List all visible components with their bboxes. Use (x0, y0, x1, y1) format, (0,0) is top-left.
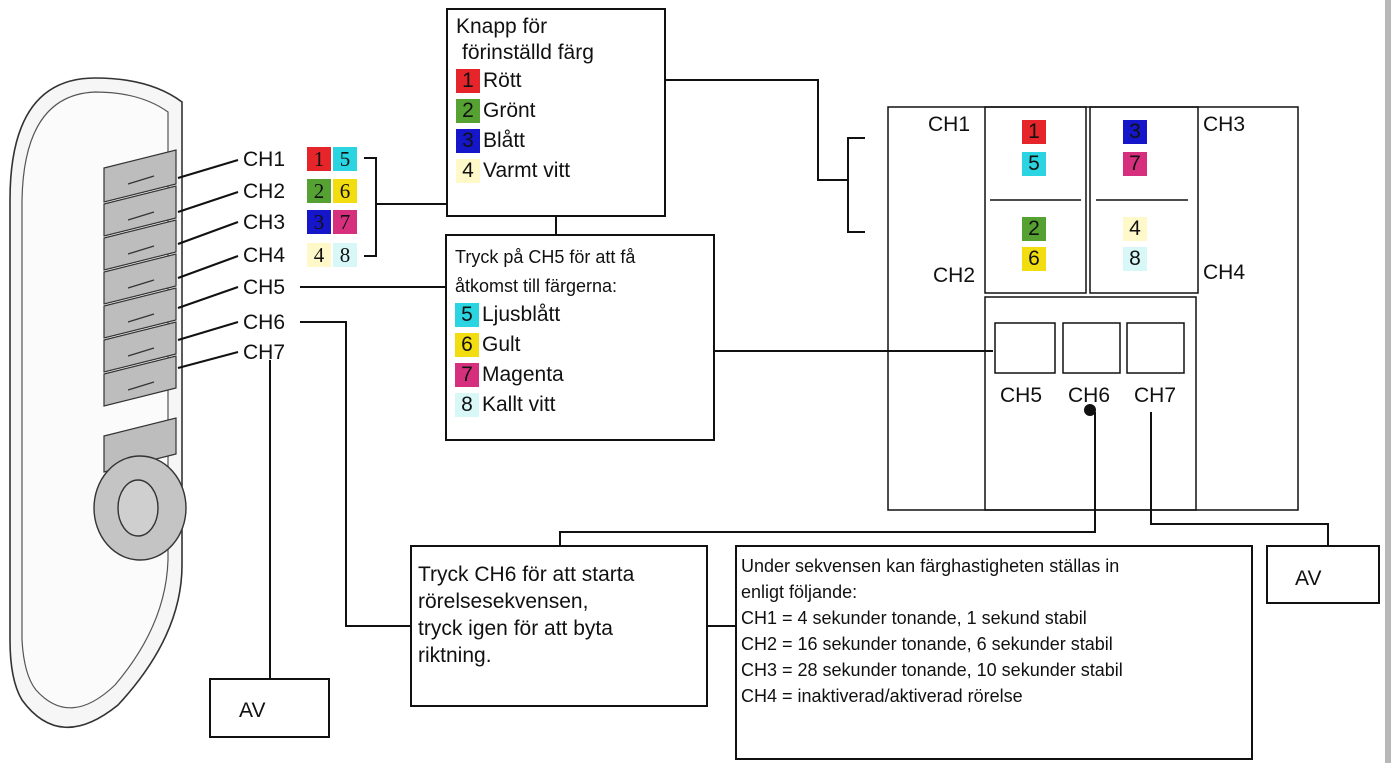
panel-ch4-label: CH4 (1203, 261, 1246, 284)
remote-ch4-label: CH4 (243, 244, 286, 267)
remote-round-button (93, 455, 187, 561)
speed-line-2: enligt följande: (741, 582, 858, 602)
remote-ch4-swatches: 4 8 (307, 243, 357, 267)
speed-line-4: CH2 = 16 sekunder tonande, 6 sekunder st… (741, 634, 1113, 654)
ch5-colors-box: Tryck på CH5 för att få åtkomst till fär… (445, 234, 715, 441)
panel-swatch-5: 5 (1022, 152, 1046, 176)
swatch-7: 7 (455, 363, 479, 387)
remote-ch2-swatches: 2 6 (307, 179, 357, 203)
speed-line-6: CH4 = inaktiverad/aktiverad rörelse (741, 686, 1023, 706)
preset-item-label: Rött (483, 69, 522, 92)
swatch-8: 8 (455, 393, 479, 417)
ch5-item-label: Magenta (482, 363, 564, 386)
swatch-3: 3 (456, 129, 480, 153)
swatch-6: 6 (455, 333, 479, 357)
ch5-item-label: Kallt vitt (482, 393, 556, 416)
remote-ch1-swatches: 1 5 (307, 147, 357, 171)
remote-ch2-label: CH2 (243, 180, 286, 203)
remote-ch3-swatches: 3 7 (307, 210, 357, 234)
av-box-right: AV (1266, 545, 1380, 604)
panel-ch1-label: CH1 (928, 113, 971, 136)
swatch-6: 6 (333, 179, 357, 203)
ch6-line-4: riktning. (418, 644, 492, 667)
swatch-8: 8 (333, 243, 357, 267)
swatch-4: 4 (307, 243, 331, 267)
ch6-line-2: rörelsesekvensen, (418, 590, 589, 613)
panel-outline (887, 106, 1299, 511)
remote-ch1-label: CH1 (243, 148, 286, 171)
swatch-3: 3 (307, 210, 331, 234)
panel-ch2-label: CH2 (933, 264, 976, 287)
panel-ch3-label: CH3 (1203, 113, 1246, 136)
panel-ch6-label: CH6 (1068, 384, 1111, 407)
speed-line-1: Under sekvensen kan färghastigheten stäl… (741, 556, 1120, 576)
panel-ch7-label: CH7 (1134, 384, 1177, 407)
ch5-line-1: Tryck på CH5 för att få (455, 247, 636, 267)
swatch-4: 4 (456, 159, 480, 183)
connector-lines (177, 79, 1329, 678)
av-left-label: AV (239, 699, 266, 722)
ch6-line-1: Tryck CH6 för att starta (418, 563, 635, 586)
panel-ch5-label: CH5 (1000, 384, 1043, 407)
panel-swatch-3: 3 (1123, 120, 1147, 144)
swatch-1: 1 (307, 147, 331, 171)
ch6-sequence-box: Tryck CH6 för att starta rörelsesekvense… (410, 545, 708, 707)
swatch-2: 2 (456, 99, 480, 123)
preset-title-1: Knapp för (456, 15, 548, 38)
swatch-7: 7 (333, 210, 357, 234)
remote-ch3-label: CH3 (243, 211, 286, 234)
swatch-1: 1 (456, 69, 480, 93)
remote-channel-buttons (103, 149, 177, 473)
remote-ch5-label: CH5 (243, 276, 286, 299)
preset-item-label: Blått (483, 129, 526, 152)
window-edge (1385, 0, 1391, 763)
remote-control (9, 77, 187, 729)
remote-ch6-label: CH6 (243, 311, 286, 334)
panel-swatch-6: 6 (1022, 247, 1046, 271)
preset-title-2: förinställd färg (462, 41, 594, 64)
panel-swatch-7: 7 (1123, 152, 1147, 176)
swatch-5: 5 (455, 303, 479, 327)
av-box-left: AV (209, 678, 330, 738)
swatch-5: 5 (333, 147, 357, 171)
ch5-line-2: åtkomst till färgerna: (455, 276, 618, 296)
remote-ch7-label: CH7 (243, 341, 286, 364)
ch6-dot (1084, 404, 1096, 416)
preset-item-label: Varmt vitt (483, 159, 571, 182)
speed-line-5: CH3 = 28 sekunder tonande, 10 sekunder s… (741, 660, 1123, 680)
speed-line-3: CH1 = 4 sekunder tonande, 1 sekund stabi… (741, 608, 1087, 628)
preset-item-label: Grönt (483, 99, 536, 122)
ch5-item-label: Ljusblått (482, 303, 561, 326)
panel-swatch-1: 1 (1022, 120, 1046, 144)
panel-swatch-4: 4 (1123, 217, 1147, 241)
speed-settings-box: Under sekvensen kan färghastigheten stäl… (735, 545, 1253, 760)
swatch-2: 2 (307, 179, 331, 203)
panel-swatch-8: 8 (1123, 247, 1147, 271)
av-right-label: AV (1295, 567, 1322, 590)
ch6-line-3: tryck igen för att byta (418, 617, 613, 640)
ch5-item-label: Gult (482, 333, 521, 356)
panel-swatch-2: 2 (1022, 217, 1046, 241)
